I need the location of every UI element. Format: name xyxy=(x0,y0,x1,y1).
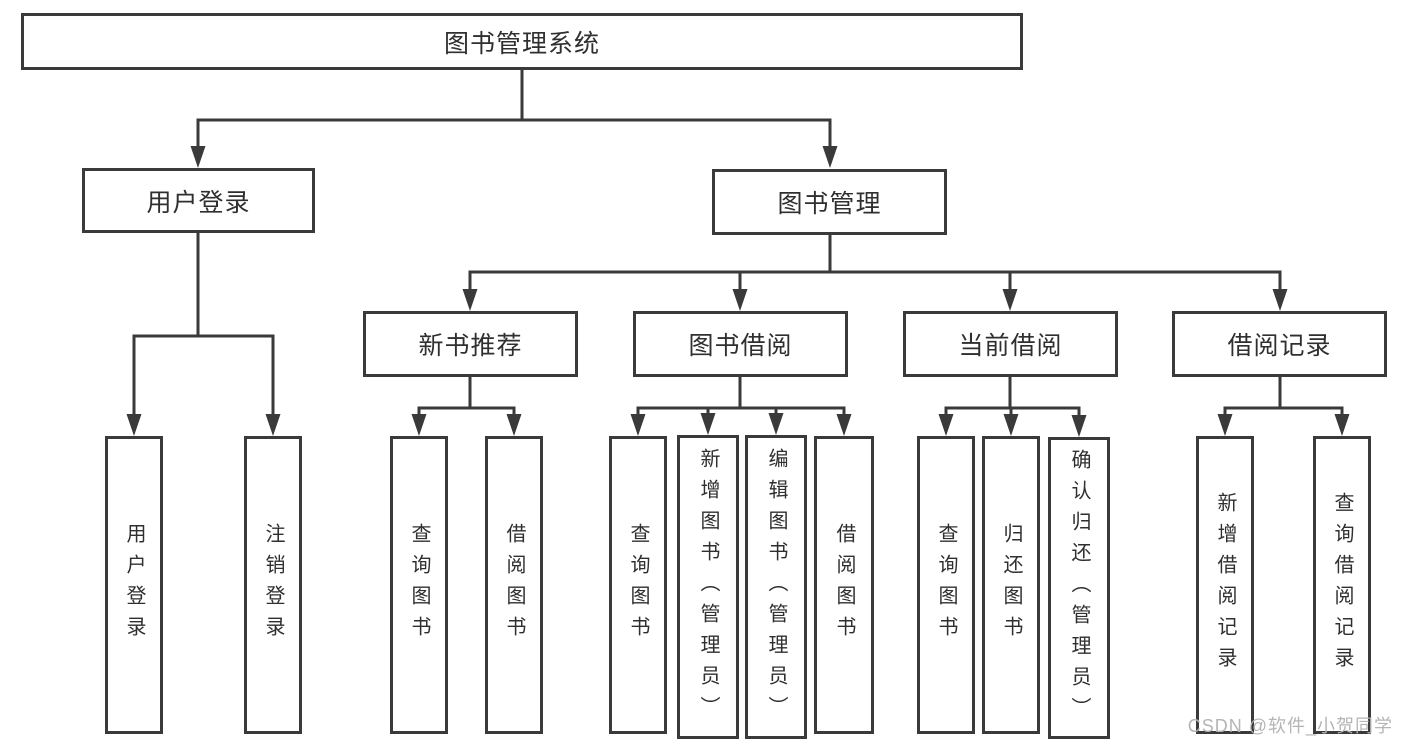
arrowhead xyxy=(462,289,1288,311)
leaf-cb-return-books: 归还图书 xyxy=(982,436,1040,734)
node-book-borrow: 图书借阅 xyxy=(633,311,848,377)
node-root: 图书管理系统 xyxy=(21,13,1023,70)
arrowhead xyxy=(1217,414,1350,436)
leaf-rec-query-books: 查询图书 xyxy=(390,436,448,734)
arrowhead xyxy=(630,413,852,436)
leaf-bb-add-books-admin: 新增图书（管理员） xyxy=(677,435,739,739)
leaf-user-login: 用户登录 xyxy=(105,436,163,734)
leaf-cb-confirm-return-admin: 确认归还（管理员） xyxy=(1048,437,1110,739)
node-book-mgmt: 图书管理 xyxy=(712,169,947,235)
node-new-book-rec: 新书推荐 xyxy=(363,311,578,377)
connector-borrow-records xyxy=(1217,377,1350,436)
leaf-bb-edit-books-admin: 编辑图书（管理员） xyxy=(745,435,807,739)
node-user-login: 用户登录 xyxy=(82,168,315,233)
leaf-cb-query-books: 查询图书 xyxy=(917,436,975,734)
connector-book-borrow xyxy=(630,377,852,436)
leaf-br-query-record: 查询借阅记录 xyxy=(1313,436,1371,734)
node-borrow-records: 借阅记录 xyxy=(1172,311,1387,377)
connector-current-borrow xyxy=(938,377,1087,437)
arrowhead xyxy=(190,146,838,168)
leaf-bb-borrow-books: 借阅图书 xyxy=(814,436,874,734)
leaf-rec-borrow-books: 借阅图书 xyxy=(485,436,543,734)
arrowhead xyxy=(126,414,281,436)
connector-root xyxy=(190,70,838,168)
leaf-br-add-record: 新增借阅记录 xyxy=(1196,436,1254,734)
leaf-logout: 注销登录 xyxy=(244,436,302,734)
node-current-borrow: 当前借阅 xyxy=(903,311,1118,377)
arrowhead xyxy=(411,414,522,436)
arrowhead xyxy=(938,414,1087,437)
watermark: CSDN @软件_小贺同学 xyxy=(1187,716,1393,736)
connector-user-login xyxy=(126,233,281,436)
connector-book-mgmt xyxy=(462,235,1288,311)
leaf-bb-query-books: 查询图书 xyxy=(609,436,667,734)
connector-new-book-rec xyxy=(411,377,522,436)
